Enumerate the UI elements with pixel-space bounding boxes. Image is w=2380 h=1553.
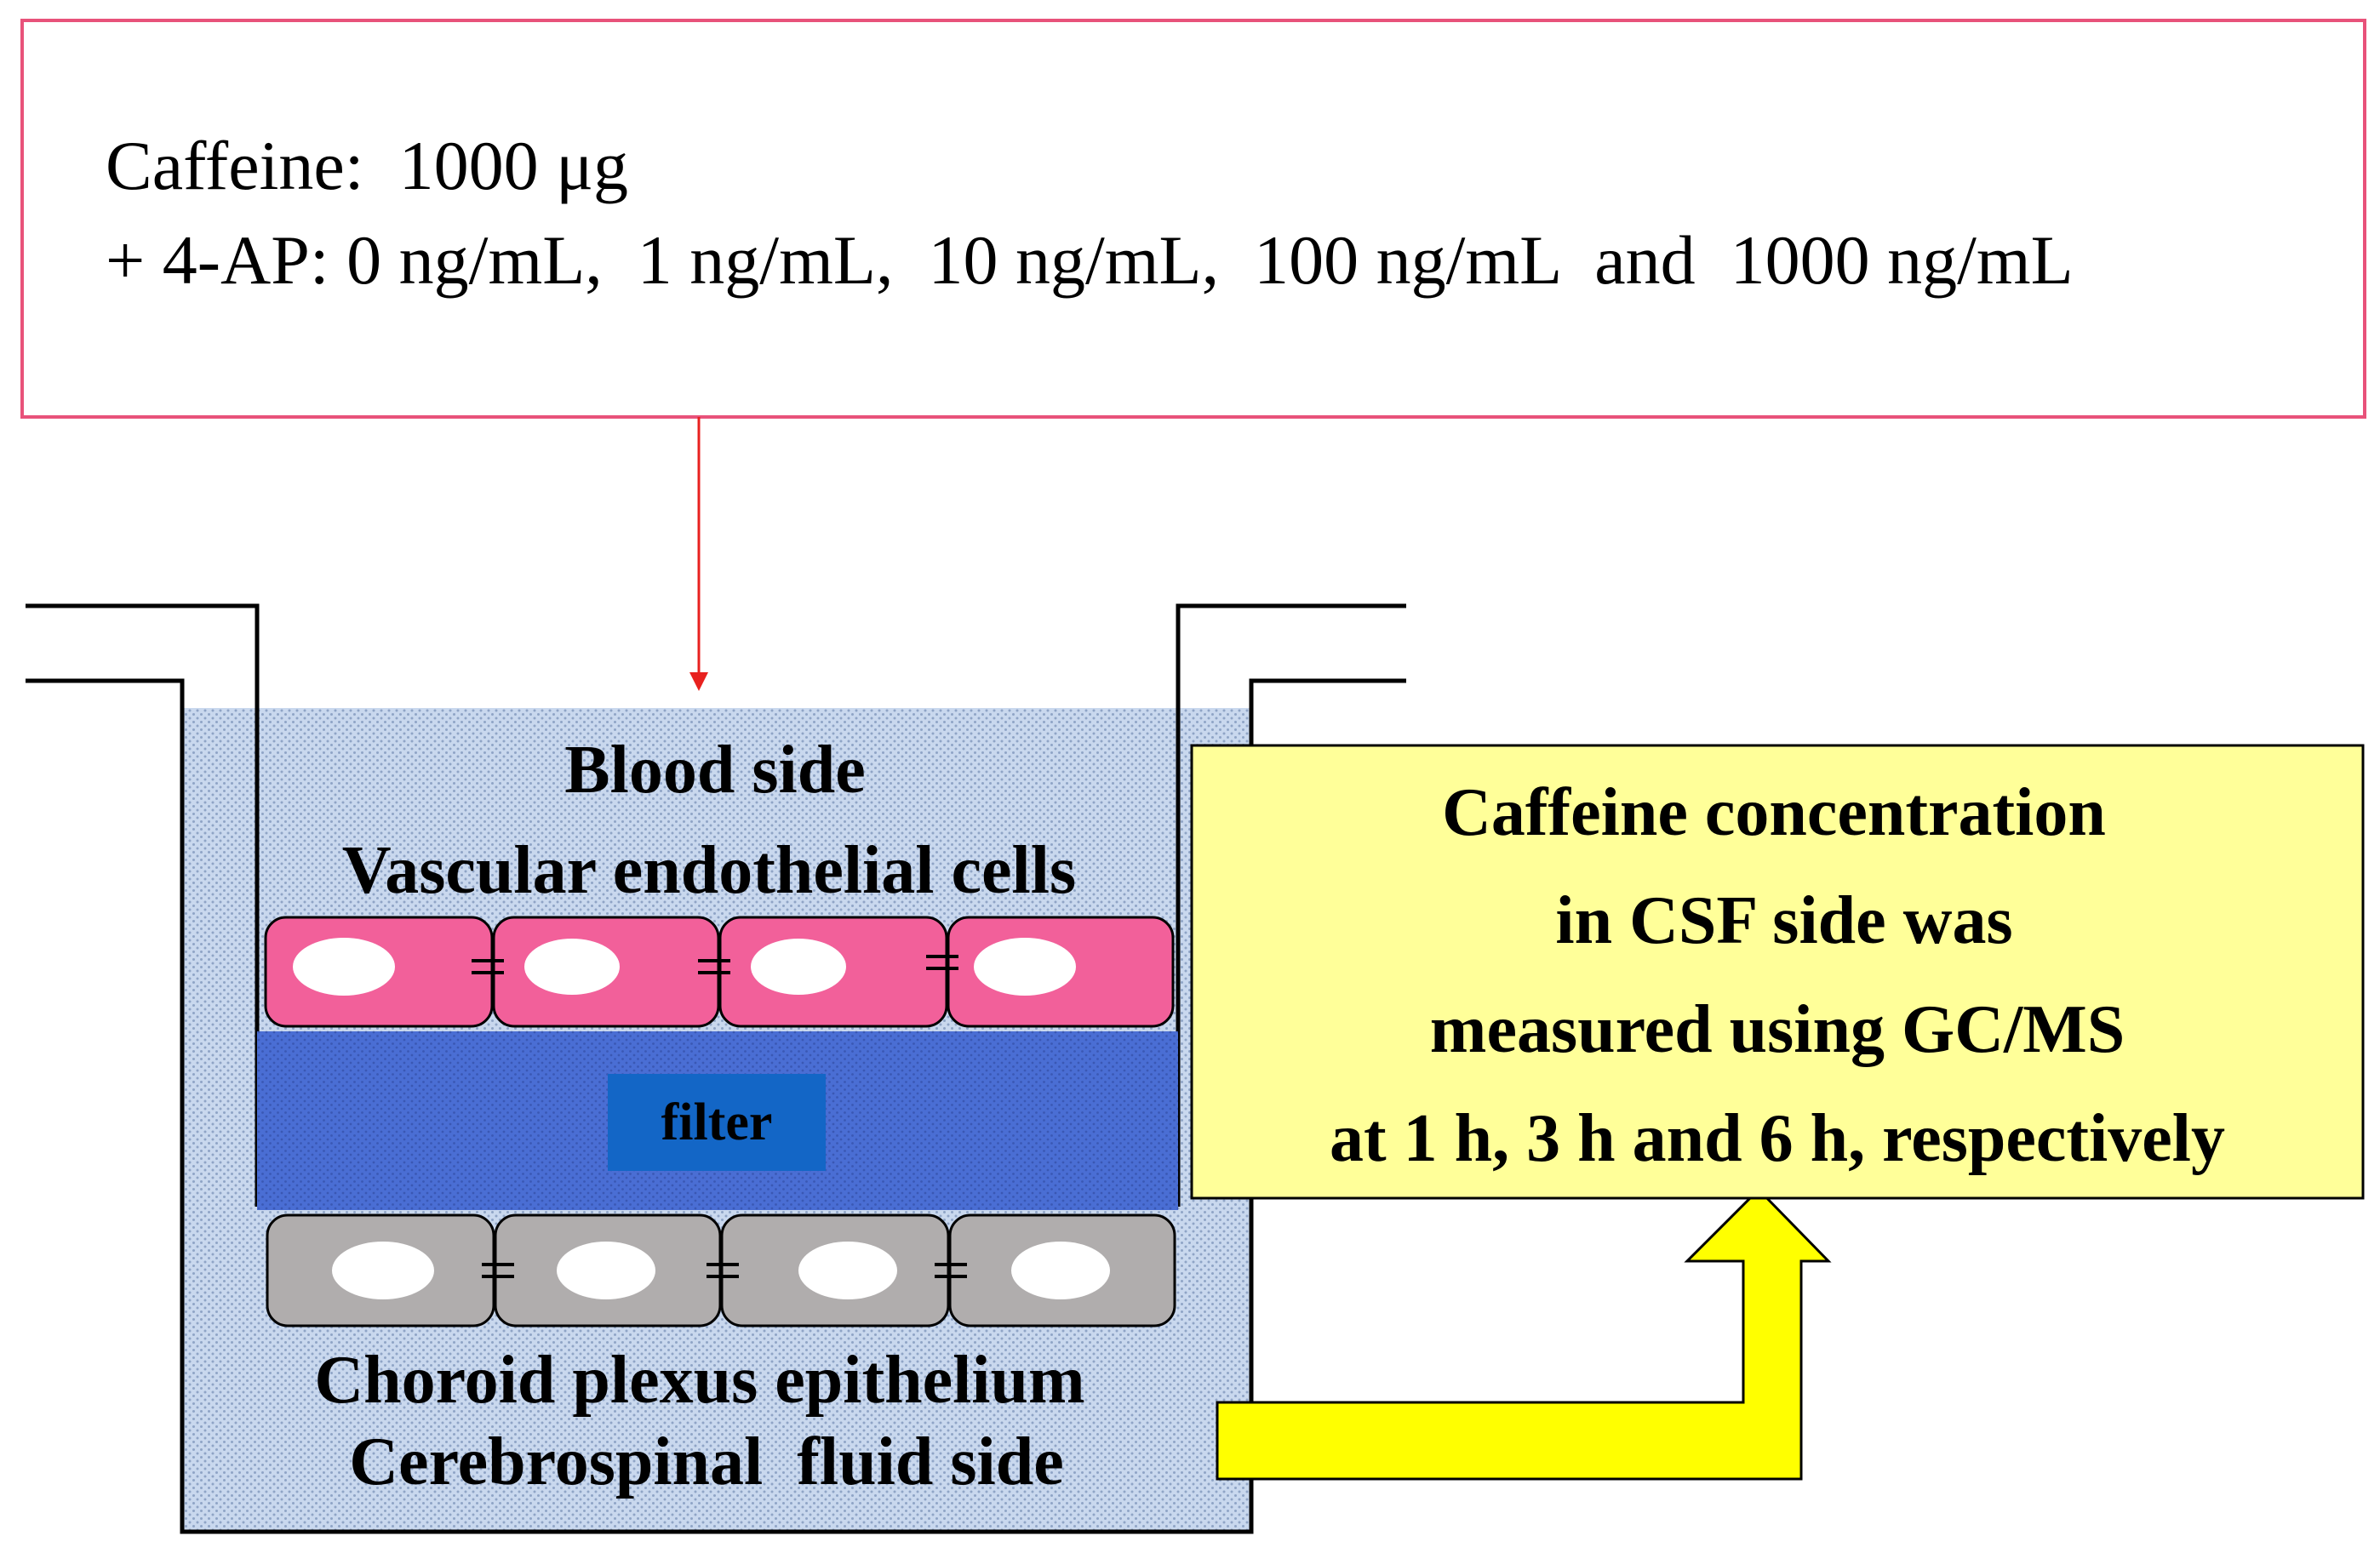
insert-left-wall bbox=[26, 603, 260, 1207]
filter-label: filter bbox=[661, 1093, 773, 1151]
dose-line-caffeine: Caffeine: 1000 μg bbox=[106, 127, 628, 204]
tight-junction-marks bbox=[482, 1263, 967, 1278]
vascular-endothelial-label: Vascular endothelial cells bbox=[342, 833, 1076, 908]
insert-right-wall bbox=[1176, 603, 1406, 1207]
endothelial-cell bbox=[264, 916, 494, 1028]
endothelial-cell bbox=[492, 916, 720, 1028]
epithelial-cell bbox=[948, 1213, 1176, 1327]
epithelial-cell bbox=[720, 1213, 950, 1327]
choroid-plexus-label: Choroid plexus epithelium bbox=[314, 1343, 1084, 1418]
epithelial-cell-layer bbox=[266, 1213, 1176, 1327]
csf-side-label: Cerebrospinal fluid side bbox=[349, 1425, 1063, 1499]
csf-sampling-arrow bbox=[1216, 1187, 1832, 1481]
result-line-3: measured using GC/MS bbox=[1430, 992, 2125, 1067]
epithelial-cell bbox=[494, 1213, 722, 1327]
result-line-1: Caffeine concentration bbox=[1442, 775, 2106, 850]
dose-box bbox=[20, 19, 2366, 419]
endothelial-cell bbox=[718, 916, 948, 1028]
epithelial-cell bbox=[266, 1213, 495, 1327]
endothelial-cell-layer bbox=[264, 916, 1175, 1028]
tight-junction-marks bbox=[472, 955, 958, 974]
filter-label-box bbox=[608, 1074, 826, 1171]
blood-side-label: Blood side bbox=[564, 733, 865, 808]
dose-line-4ap: + 4-AP: 0 ng/mL, 1 ng/mL, 10 ng/mL, 100 … bbox=[106, 221, 2074, 299]
outer-well bbox=[26, 678, 1406, 1534]
result-line-2: in CSF side was bbox=[1555, 883, 2012, 958]
endothelial-cell bbox=[947, 916, 1175, 1028]
dosing-arrow bbox=[689, 417, 708, 691]
result-box bbox=[1190, 744, 2365, 1200]
result-line-4: at 1 h, 3 h and 6 h, respectively bbox=[1330, 1101, 2225, 1176]
